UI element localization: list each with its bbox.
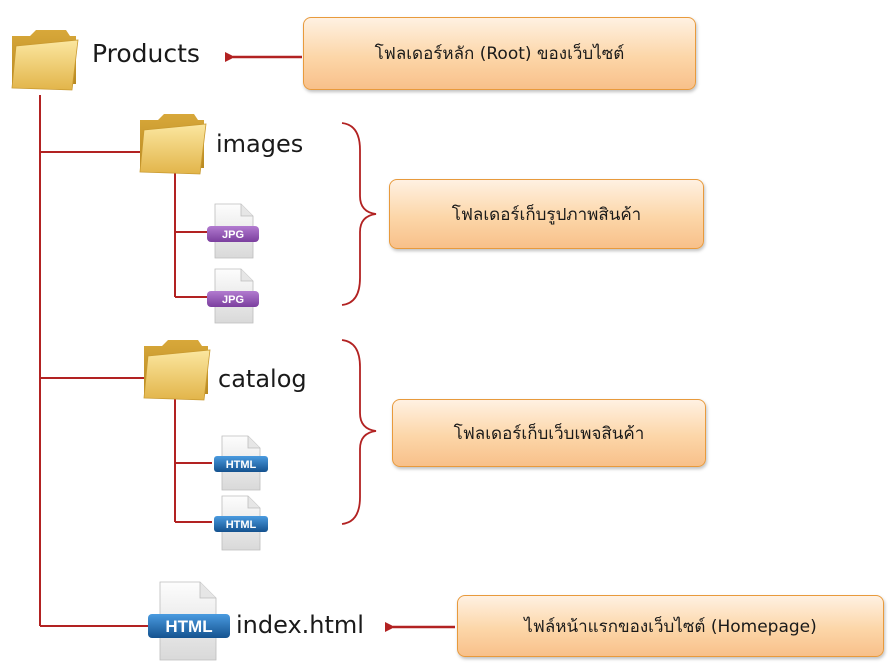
images-folder-label: images bbox=[216, 130, 304, 158]
jpg-badge-label: JPG bbox=[222, 294, 244, 306]
braces bbox=[341, 122, 377, 525]
images-callout: โฟลเดอร์เก็บรูปภาพสินค้า bbox=[389, 179, 704, 249]
index-html-file-icon[interactable]: HTML bbox=[148, 581, 230, 661]
index-file-label: index.html bbox=[236, 611, 364, 639]
html-file-icon[interactable]: HTML bbox=[214, 495, 268, 551]
tree-lines bbox=[39, 95, 212, 627]
jpg-file-icon[interactable]: JPG bbox=[207, 268, 259, 324]
root-folder-label: Products bbox=[92, 39, 200, 68]
jpg-badge-label: JPG bbox=[222, 229, 244, 241]
html-badge-label: HTML bbox=[226, 459, 257, 471]
jpg-file-icon[interactable]: JPG bbox=[207, 203, 259, 259]
images-brace bbox=[341, 122, 377, 306]
html-badge-label: HTML bbox=[226, 519, 257, 531]
catalog-callout: โฟลเดอร์เก็บเว็บเพจสินค้า bbox=[392, 399, 706, 467]
homepage-callout: ไฟล์หน้าแรกของเว็บไซต์ (Homepage) bbox=[457, 595, 884, 657]
root-callout: โฟลเดอร์หลัก (Root) ของเว็บไซต์ bbox=[303, 17, 696, 90]
images-folder-icon[interactable] bbox=[139, 114, 207, 175]
index-badge-label: HTML bbox=[165, 617, 212, 636]
catalog-folder-label: catalog bbox=[218, 365, 307, 393]
arrows bbox=[225, 52, 455, 632]
catalog-folder-icon[interactable] bbox=[143, 340, 211, 401]
html-file-icon[interactable]: HTML bbox=[214, 435, 268, 491]
root-folder-icon[interactable] bbox=[11, 30, 79, 91]
catalog-brace bbox=[341, 339, 377, 525]
